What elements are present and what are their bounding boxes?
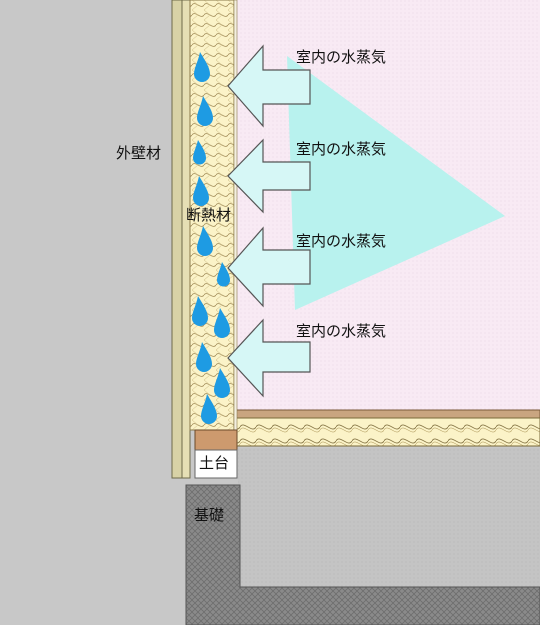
water-droplet: [214, 308, 230, 338]
vapor-label: 室内の水蒸気: [296, 322, 387, 340]
vapor-region: [287, 56, 505, 310]
water-droplet: [192, 296, 208, 326]
exterior-wall-outer: [171, 0, 183, 479]
vapor-arrow: [227, 138, 311, 214]
floor-insulation: [235, 417, 540, 447]
water-droplet: [193, 176, 209, 206]
sill-label-box: [194, 449, 238, 479]
foundation-label: 基礎: [194, 506, 225, 524]
water-droplet: [197, 226, 213, 256]
vapor-label: 室内の水蒸気: [296, 232, 387, 250]
exterior-wall-inner: [181, 0, 191, 479]
water-droplet: [214, 368, 230, 398]
water-droplet: [197, 96, 213, 126]
vapor-arrow: [227, 44, 311, 128]
foundation: [185, 484, 540, 625]
exterior-wall-label: 外壁材: [116, 144, 162, 162]
sill-label: 土台: [199, 454, 230, 472]
water-droplet: [201, 394, 217, 424]
vapor-label: 室内の水蒸気: [296, 48, 387, 66]
vapor-arrow: [227, 226, 311, 308]
floor-board: [235, 409, 540, 419]
vapor-arrow: [227, 318, 311, 398]
water-droplet: [196, 342, 212, 372]
insulation-label: 断熱材: [186, 206, 232, 224]
sill: [194, 429, 238, 451]
water-droplet: [194, 52, 210, 82]
water-droplet: [193, 140, 206, 165]
vapor-label: 室内の水蒸気: [296, 140, 387, 158]
water-droplet: [217, 262, 230, 287]
